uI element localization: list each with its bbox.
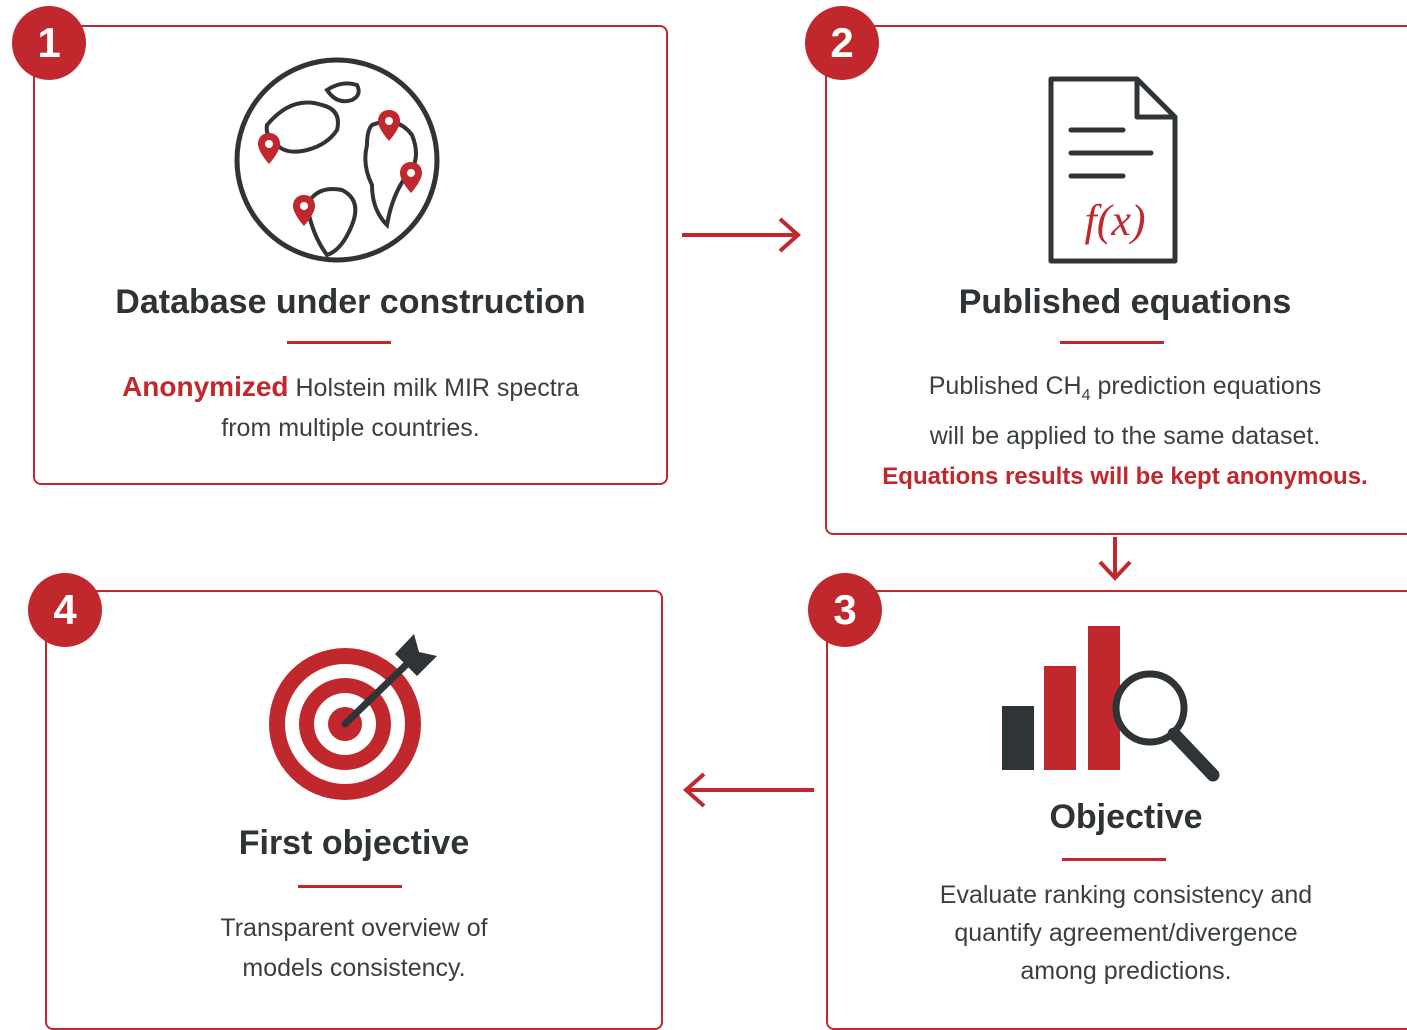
target-arrow-icon: [269, 634, 437, 800]
ch4-subscript: 4: [1081, 387, 1091, 404]
arrow-right-icon: [682, 217, 802, 253]
arrow-down-icon: [1098, 537, 1132, 581]
step-2-card: f(x) Published equations Published CH4 p…: [825, 25, 1407, 535]
step-4-divider: [298, 885, 402, 888]
step-2-desc-post: prediction equations: [1090, 372, 1322, 400]
step-3-desc-line-1: Evaluate ranking consistency and: [939, 881, 1313, 909]
step-4-description: Transparent overview of models consisten…: [47, 908, 661, 988]
globe-icon: [234, 57, 440, 263]
step-3-badge: 3: [808, 573, 882, 647]
step-2-anonymity-note: Equations results will be kept anonymous…: [882, 463, 1368, 490]
function-glyph: f(x): [1084, 196, 1145, 245]
step-2-title: Published equations: [958, 283, 1292, 321]
anonymized-highlight: Anonymized: [122, 371, 289, 402]
document-function-icon: f(x): [1048, 76, 1178, 264]
bar-chart-magnifier-icon: [1002, 626, 1220, 782]
step-3-desc-line-2: quantify agreement/divergence: [954, 919, 1298, 947]
step-2-desc-line-2: will be applied to the same dataset.: [929, 422, 1321, 450]
step-3-description: Evaluate ranking consistency and quantif…: [828, 876, 1407, 990]
step-1-divider: [287, 341, 391, 344]
step-1-desc-line-1: Holstein milk MIR spectra: [288, 374, 579, 402]
step-3-title: Objective: [1049, 798, 1203, 836]
step-3-desc-line-3: among predictions.: [1020, 957, 1232, 985]
step-4-badge: 4: [28, 573, 102, 647]
arrow-left-icon: [682, 772, 814, 808]
step-1-desc-line-2: from multiple countries.: [221, 414, 480, 442]
step-2-description: Published CH4 prediction equations will …: [827, 366, 1407, 456]
step-1-description: Anonymized Holstein milk MIR spectra fro…: [35, 367, 666, 448]
step-1-badge: 1: [12, 6, 86, 80]
step-2-desc-pre: Published CH: [928, 372, 1082, 400]
step-2-badge: 2: [805, 6, 879, 80]
step-4-desc-line-2: models consistency.: [242, 954, 466, 982]
step-1-card: Database under construction Anonymized H…: [33, 25, 668, 485]
step-3-divider: [1062, 858, 1166, 861]
step-3-card: Objective Evaluate ranking consistency a…: [826, 590, 1407, 1030]
step-4-card: First objective Transparent overview of …: [45, 590, 663, 1030]
step-4-desc-line-1: Transparent overview of: [220, 914, 488, 942]
step-2-divider: [1060, 341, 1164, 344]
step-1-title: Database under construction: [115, 283, 586, 321]
step-4-title: First objective: [238, 824, 470, 862]
